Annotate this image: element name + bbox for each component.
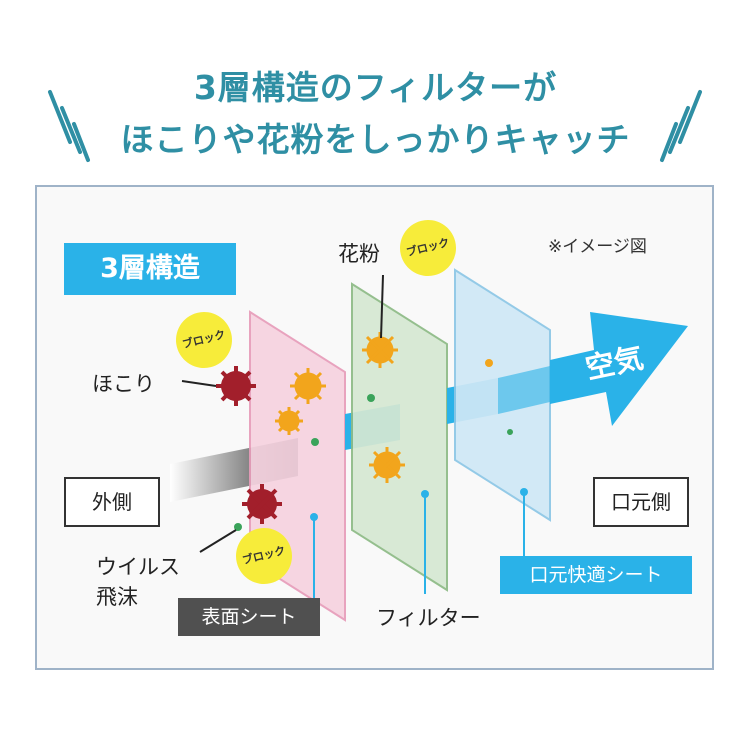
headline-line2: ほこりや花粉をしっかりキャッチ bbox=[120, 120, 631, 159]
pollen-particle bbox=[275, 407, 303, 435]
pollen-particle bbox=[362, 332, 398, 368]
virus-label-line2: 飛沫 bbox=[96, 585, 138, 609]
surface-sheet-tag: 表面シート bbox=[178, 598, 320, 636]
virus-label: ウイルス 飛沫 bbox=[96, 552, 180, 612]
droplet bbox=[311, 438, 319, 446]
filter-layer bbox=[351, 282, 448, 592]
dust-particle bbox=[216, 366, 256, 406]
headline: 3層構造のフィルターが ほこりや花粉をしっかりキャッチ bbox=[0, 62, 751, 166]
image-note: ※イメージ図 bbox=[548, 237, 647, 257]
headline-line1: 3層構造のフィルターが bbox=[193, 68, 558, 107]
outgoing-air-arrow bbox=[550, 312, 688, 426]
pollen-label: 花粉 bbox=[338, 242, 380, 266]
air-band-3 bbox=[498, 366, 550, 414]
dust-label: ほこり bbox=[92, 372, 155, 396]
filter-label: フィルター bbox=[376, 606, 481, 630]
pollen-leader bbox=[380, 274, 384, 339]
pollen-particle bbox=[369, 447, 405, 483]
mouth-sheet-tag: 口元快適シート bbox=[500, 556, 692, 594]
droplet bbox=[367, 394, 375, 402]
pollen-particle bbox=[290, 368, 326, 404]
virus-leader bbox=[199, 529, 237, 553]
filter-pointer-dot bbox=[421, 490, 429, 498]
outside-label: 外側 bbox=[64, 477, 160, 527]
mouth-sheet-pointer-dot bbox=[520, 488, 528, 496]
droplet bbox=[507, 429, 513, 435]
droplet bbox=[234, 523, 242, 531]
headline-decoration bbox=[48, 90, 702, 162]
mouth-side-label: 口元側 bbox=[593, 477, 689, 527]
dust-leader bbox=[181, 380, 217, 387]
surface-sheet-pointer-dot bbox=[310, 513, 318, 521]
virus-particle bbox=[242, 484, 282, 524]
three-layer-badge: 3層構造 bbox=[64, 243, 236, 295]
small-pollen-dot bbox=[485, 359, 493, 367]
virus-label-line1: ウイルス bbox=[96, 555, 180, 579]
